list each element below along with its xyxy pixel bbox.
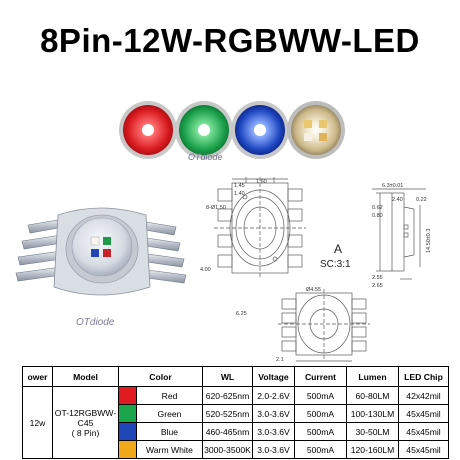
cell-voltage: 3.0-3.6V [252, 440, 295, 459]
cell-current: 500mA [294, 386, 347, 405]
model-line-3: ( 8 Pin) [71, 427, 100, 438]
model-line-1: OT-12RGBWW- [54, 407, 117, 418]
model-line-2: C45 [77, 417, 94, 428]
dim-top-3: 1.40 [234, 191, 245, 197]
bottom-outline-drawing [278, 289, 370, 362]
dim-left-1: 8-Ø1.50 [206, 205, 226, 211]
cell-lumen: 60-80LM [346, 386, 399, 405]
spec-table: ower Model Color WL Voltage Current Lume… [22, 366, 449, 459]
cell-model: OT-12RGBWW- C45 ( 8 Pin) [52, 386, 119, 459]
led-product-render [15, 207, 187, 296]
scale-label: SC:3:1 [320, 259, 351, 270]
dim-top-2: 1.60 [256, 179, 267, 185]
table-row: Warm White 3000-3500K 3.0-3.6V 500mA 120… [23, 440, 449, 459]
swatch-warm-white [118, 440, 137, 459]
cell-voltage: 3.0-3.6V [252, 404, 295, 423]
warm-white-led-photo [287, 101, 345, 159]
view-label: A [334, 242, 342, 256]
watermark-text: OTdiode [188, 152, 223, 162]
cell-wl: 520-525nm [202, 404, 253, 423]
cell-current: 500mA [294, 404, 347, 423]
table-header-row: ower Model Color WL Voltage Current Lume… [22, 366, 449, 387]
cell-power: 12w [22, 386, 53, 459]
cell-chip: 45x45mil [398, 440, 449, 459]
header-color: Color [118, 366, 203, 387]
swatch-green [118, 404, 137, 423]
header-wl: WL [202, 366, 253, 387]
cell-lumen: 100-130LM [346, 404, 399, 423]
header-power: ower [22, 366, 53, 387]
cell-wl: 620-625nm [202, 386, 253, 405]
dim-right-8: 14.50±0.3 [426, 229, 432, 253]
front-view-drawing [214, 177, 306, 279]
dim-right-4: 0.62 [372, 205, 383, 211]
dim-right-3: 0.22 [416, 197, 427, 203]
cell-color: Warm White [136, 440, 203, 459]
swatch-red [118, 386, 137, 405]
header-voltage: Voltage [252, 366, 295, 387]
cell-wl: 3000-3500K [202, 440, 253, 459]
cell-chip: 42x42mil [398, 386, 449, 405]
cell-lumen: 120-160LM [346, 440, 399, 459]
table-row: Blue 460-465nm 3.0-3.6V 500mA 30-50LM 45… [23, 422, 449, 441]
cell-color: Green [136, 404, 203, 423]
dim-bottom-1: 6.25 [236, 311, 247, 317]
cell-current: 500mA [294, 440, 347, 459]
cell-lumen: 30-50LM [346, 422, 399, 441]
blue-led-photo [231, 101, 289, 159]
dim-right-7: 2.65 [372, 283, 383, 289]
cell-voltage: 2.0-2.6V [252, 386, 295, 405]
watermark-text-2: OTdiode [76, 317, 115, 328]
cell-color: Blue [136, 422, 203, 441]
technical-drawings: 1.45 1.60 1.40 8-Ø1.50 4.00 6.3±0.01 2.4… [0, 175, 460, 365]
page-title: 8Pin-12W-RGBWW-LED [40, 22, 420, 59]
dim-right-5: 0.80 [372, 213, 383, 219]
drawings-svg: 1.45 1.60 1.40 8-Ø1.50 4.00 6.3±0.01 2.4… [15, 177, 432, 363]
swatch-blue [118, 422, 137, 441]
cell-wl: 460-465nm [202, 422, 253, 441]
header-lumen: Lumen [346, 366, 399, 387]
table-row: 12w OT-12RGBWW- C45 ( 8 Pin) Red 620-625… [22, 386, 449, 459]
dim-right-6: 2.55 [372, 275, 383, 281]
cell-chip: 45x45mil [398, 404, 449, 423]
led-photos-svg [119, 101, 345, 159]
red-led-photo [119, 101, 177, 159]
header-model: Model [52, 366, 119, 387]
dim-right-2: 2.40 [392, 197, 403, 203]
side-view-drawing [372, 188, 426, 280]
cell-current: 500mA [294, 422, 347, 441]
cell-color: Red [136, 386, 203, 405]
header-current: Current [294, 366, 347, 387]
led-color-photos: OTdiode [118, 98, 358, 168]
header-led-chip: LED Chip [398, 366, 449, 387]
dim-left-2: 4.00 [200, 267, 211, 273]
dim-right-1: 6.3±0.01 [382, 183, 403, 189]
dim-top-1: 1.45 [234, 183, 245, 189]
cell-voltage: 3.0-3.6V [252, 422, 295, 441]
dim-bottom-2: Ø4.55 [306, 287, 321, 293]
cell-chip: 45x45mil [398, 422, 449, 441]
dim-bottom-3: 2.1 [276, 357, 284, 363]
green-led-photo [175, 101, 233, 159]
